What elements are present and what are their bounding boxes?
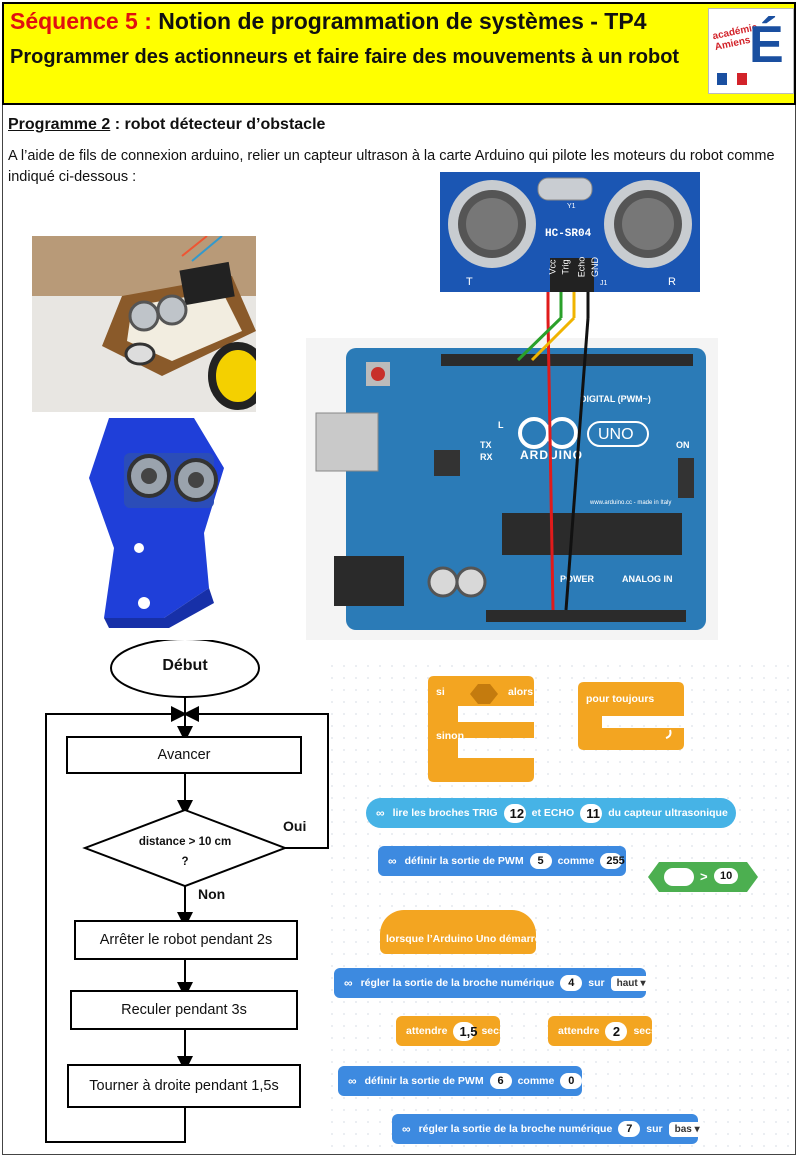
wait1-label-2: secs (481, 1025, 505, 1037)
pwm1-label-1: définir la sortie de PWM (404, 855, 524, 867)
ultrasonic-label-3: du capteur ultrasonique (608, 807, 728, 819)
digital2-label-1: régler la sortie de la broche numérique (418, 1123, 613, 1135)
sensor-crystal-label: Y1 (567, 203, 576, 210)
else-label: sinon (436, 730, 464, 742)
infinity-icon: ∞ (376, 806, 384, 820)
flow-step-advance: Avancer (66, 736, 302, 774)
flowchart-lines (45, 640, 329, 1143)
digital-write-block-1[interactable]: ∞ régler la sortie de la broche numériqu… (334, 968, 652, 998)
page-subtitle: Programmer des actionneurs et faire fair… (10, 46, 680, 68)
pwm1-label-2: comme (557, 855, 595, 867)
section-title: Programme 2 : robot détecteur d’obstacle (8, 116, 325, 134)
infinity-icon: ∞ (402, 1122, 410, 1136)
arduino-board-drawing (306, 338, 718, 640)
wire-trig (516, 292, 563, 362)
flow-no-label: Non (198, 886, 226, 902)
pwm2-value-input[interactable]: 0 (560, 1073, 583, 1089)
board-made-label: www.arduino.cc - made in Italy (590, 500, 672, 506)
digital2-state-dropdown[interactable]: bas ▾ (668, 1121, 706, 1137)
wait2-value-input[interactable]: 2 (605, 1021, 628, 1041)
board-analog-label: ANALOG IN (622, 574, 673, 584)
sensor-mount-drawing (89, 418, 224, 628)
compare-left-slot[interactable] (664, 868, 694, 886)
board-rx-label: RX (480, 452, 493, 462)
pwm2-label-1: définir la sortie de PWM (364, 1075, 484, 1087)
if-label: si (436, 686, 445, 698)
wire-echo (530, 292, 576, 362)
ultrasonic-label-1: lire les broches TRIG (392, 807, 498, 819)
digital2-label-2: sur (646, 1123, 663, 1135)
sensor-r-label: R (668, 276, 676, 288)
header (2, 2, 796, 105)
wait2-label-2: secs (633, 1025, 657, 1037)
board-on-label: ON (676, 440, 690, 450)
title-text: Notion de programmation de systèmes - TP… (158, 8, 647, 34)
flow-step-turn: Tourner à droite pendant 1,5s (67, 1064, 301, 1108)
digital1-pin-input[interactable]: 4 (560, 975, 583, 991)
echo-pin-input[interactable]: 11 (580, 803, 603, 823)
wire-gnd (564, 292, 590, 611)
digital1-label-2: sur (588, 977, 605, 989)
board-tx-label: TX (480, 440, 492, 450)
board-l-label: L (498, 420, 504, 430)
pwm-block-2[interactable]: ∞ définir la sortie de PWM 6 comme 0 (338, 1066, 583, 1096)
logo-letter: É (749, 16, 784, 74)
robot-photo-drawing (32, 236, 256, 412)
instructions: A l’aide de fils de connexion arduino, r… (8, 148, 775, 185)
sensor-t-label: T (466, 276, 473, 288)
start-hat-block[interactable] (380, 910, 536, 954)
digital-write-block-2[interactable]: ∞ régler la sortie de la broche numériqu… (392, 1114, 706, 1144)
digital1-label-1: régler la sortie de la broche numérique (360, 977, 555, 989)
board-model-label: UNO (598, 426, 634, 443)
compare-value-input[interactable]: 10 (714, 868, 739, 884)
ultrasonic-sensor (440, 172, 700, 292)
flow-step-stop: Arrêter le robot pendant 2s (74, 920, 298, 960)
trig-pin-input[interactable]: 12 (503, 803, 526, 823)
ultrasonic-read-block[interactable]: ∞ lire les broches TRIG 12 et ECHO 11 du… (366, 798, 736, 828)
sequence-label: Séquence 5 : (10, 8, 152, 34)
arduino-board (306, 338, 718, 640)
if-else-block[interactable] (428, 676, 538, 786)
robot-photo (32, 236, 256, 412)
digital2-pin-input[interactable]: 7 (618, 1121, 641, 1137)
ultrasonic-sensor-drawing (440, 172, 700, 292)
academy-logo: académie Amiens É (708, 8, 794, 94)
start-hat-label: lorsque l’Arduino Uno démarre (386, 933, 541, 945)
flow-start: Début (162, 657, 208, 674)
sensor-j1-label: J1 (600, 280, 608, 287)
pwm1-pin-input[interactable]: 5 (529, 853, 552, 869)
wire-vcc (546, 292, 555, 611)
compare-operator: > (700, 869, 708, 884)
then-label: alors (508, 686, 534, 698)
wait2-label-1: attendre (558, 1025, 600, 1037)
pwm2-label-2: comme (517, 1075, 555, 1087)
wait1-label-1: attendre (406, 1025, 448, 1037)
flow-step-reverse: Reculer pendant 3s (70, 990, 298, 1030)
infinity-icon: ∞ (344, 976, 352, 990)
wait-block-1[interactable]: attendre 1,5 secs (396, 1016, 505, 1046)
flow-yes-label: Oui (283, 818, 307, 834)
board-power-label: POWER (560, 574, 595, 584)
forever-block[interactable] (578, 682, 688, 752)
forever-label: pour toujours (586, 693, 655, 705)
board-digital-label: DIGITAL (PWM~) (580, 394, 651, 404)
infinity-icon: ∞ (348, 1074, 356, 1088)
sensor-model-label: HC-SR04 (545, 228, 592, 240)
section-label: Programme 2 (8, 116, 111, 133)
infinity-icon: ∞ (388, 854, 396, 868)
page-title: Séquence 5 : Notion de programmation de … (10, 8, 647, 35)
section-title-text: : robot détecteur d’obstacle (110, 116, 326, 133)
french-flag-icon (717, 73, 747, 85)
flow-decision: distance > 10 cm ? (138, 836, 232, 868)
digital1-state-dropdown[interactable]: haut ▾ (610, 975, 652, 991)
wait-block-2[interactable]: attendre 2 secs (548, 1016, 657, 1046)
pwm-block-1[interactable]: ∞ définir la sortie de PWM 5 comme 255 (378, 846, 626, 876)
sensor-mount-photo (84, 418, 234, 628)
wait1-value-input[interactable]: 1,5 (453, 1021, 478, 1041)
pwm1-value-input[interactable]: 255 (600, 853, 625, 869)
ultrasonic-label-2: et ECHO (531, 807, 575, 819)
pwm2-pin-input[interactable]: 6 (489, 1073, 512, 1089)
